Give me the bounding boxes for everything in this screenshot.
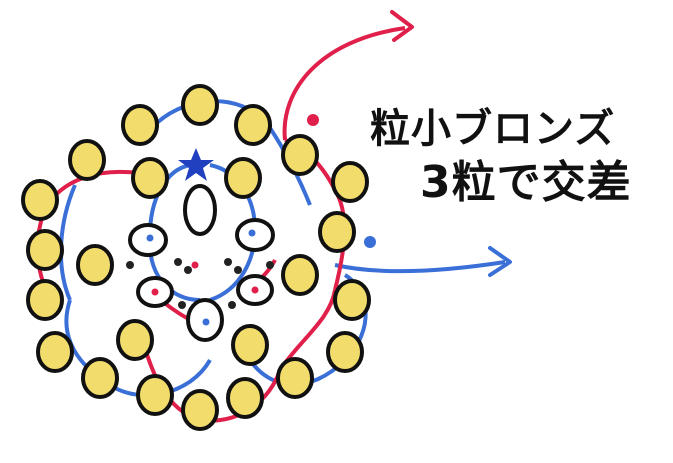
yellow-bead (183, 86, 217, 124)
red-marker-dot (307, 114, 319, 126)
yellow-bead (28, 231, 62, 269)
yellow-bead (228, 379, 262, 417)
yellow-bead (133, 159, 167, 197)
arrow-right-icon (392, 12, 412, 40)
yellow-bead (328, 333, 362, 371)
yellow-bead (83, 359, 117, 397)
annotation-line-2: 3粒で交差 (420, 146, 632, 210)
yellow-bead (335, 281, 369, 319)
yellow-bead (183, 391, 217, 429)
yellow-bead (123, 106, 157, 144)
yellow-bead (226, 159, 260, 197)
yellow-bead (233, 326, 267, 364)
blue-marker-dot (364, 236, 376, 248)
white-bead (185, 186, 215, 234)
yellow-bead (28, 281, 62, 319)
yellow-bead (70, 141, 104, 179)
yellow-bead (38, 333, 72, 371)
star-icon (178, 148, 214, 181)
yellow-bead (138, 376, 172, 414)
yellow-bead (118, 321, 152, 359)
yellow-bead (333, 163, 367, 201)
yellow-bead (320, 213, 354, 251)
yellow-bead (78, 246, 112, 284)
yellow-bead (283, 136, 317, 174)
yellow-bead (23, 181, 57, 219)
white-bead (237, 220, 273, 250)
yellow-bead (236, 106, 270, 144)
yellow-bead (283, 256, 317, 294)
yellow-bead (278, 359, 312, 397)
